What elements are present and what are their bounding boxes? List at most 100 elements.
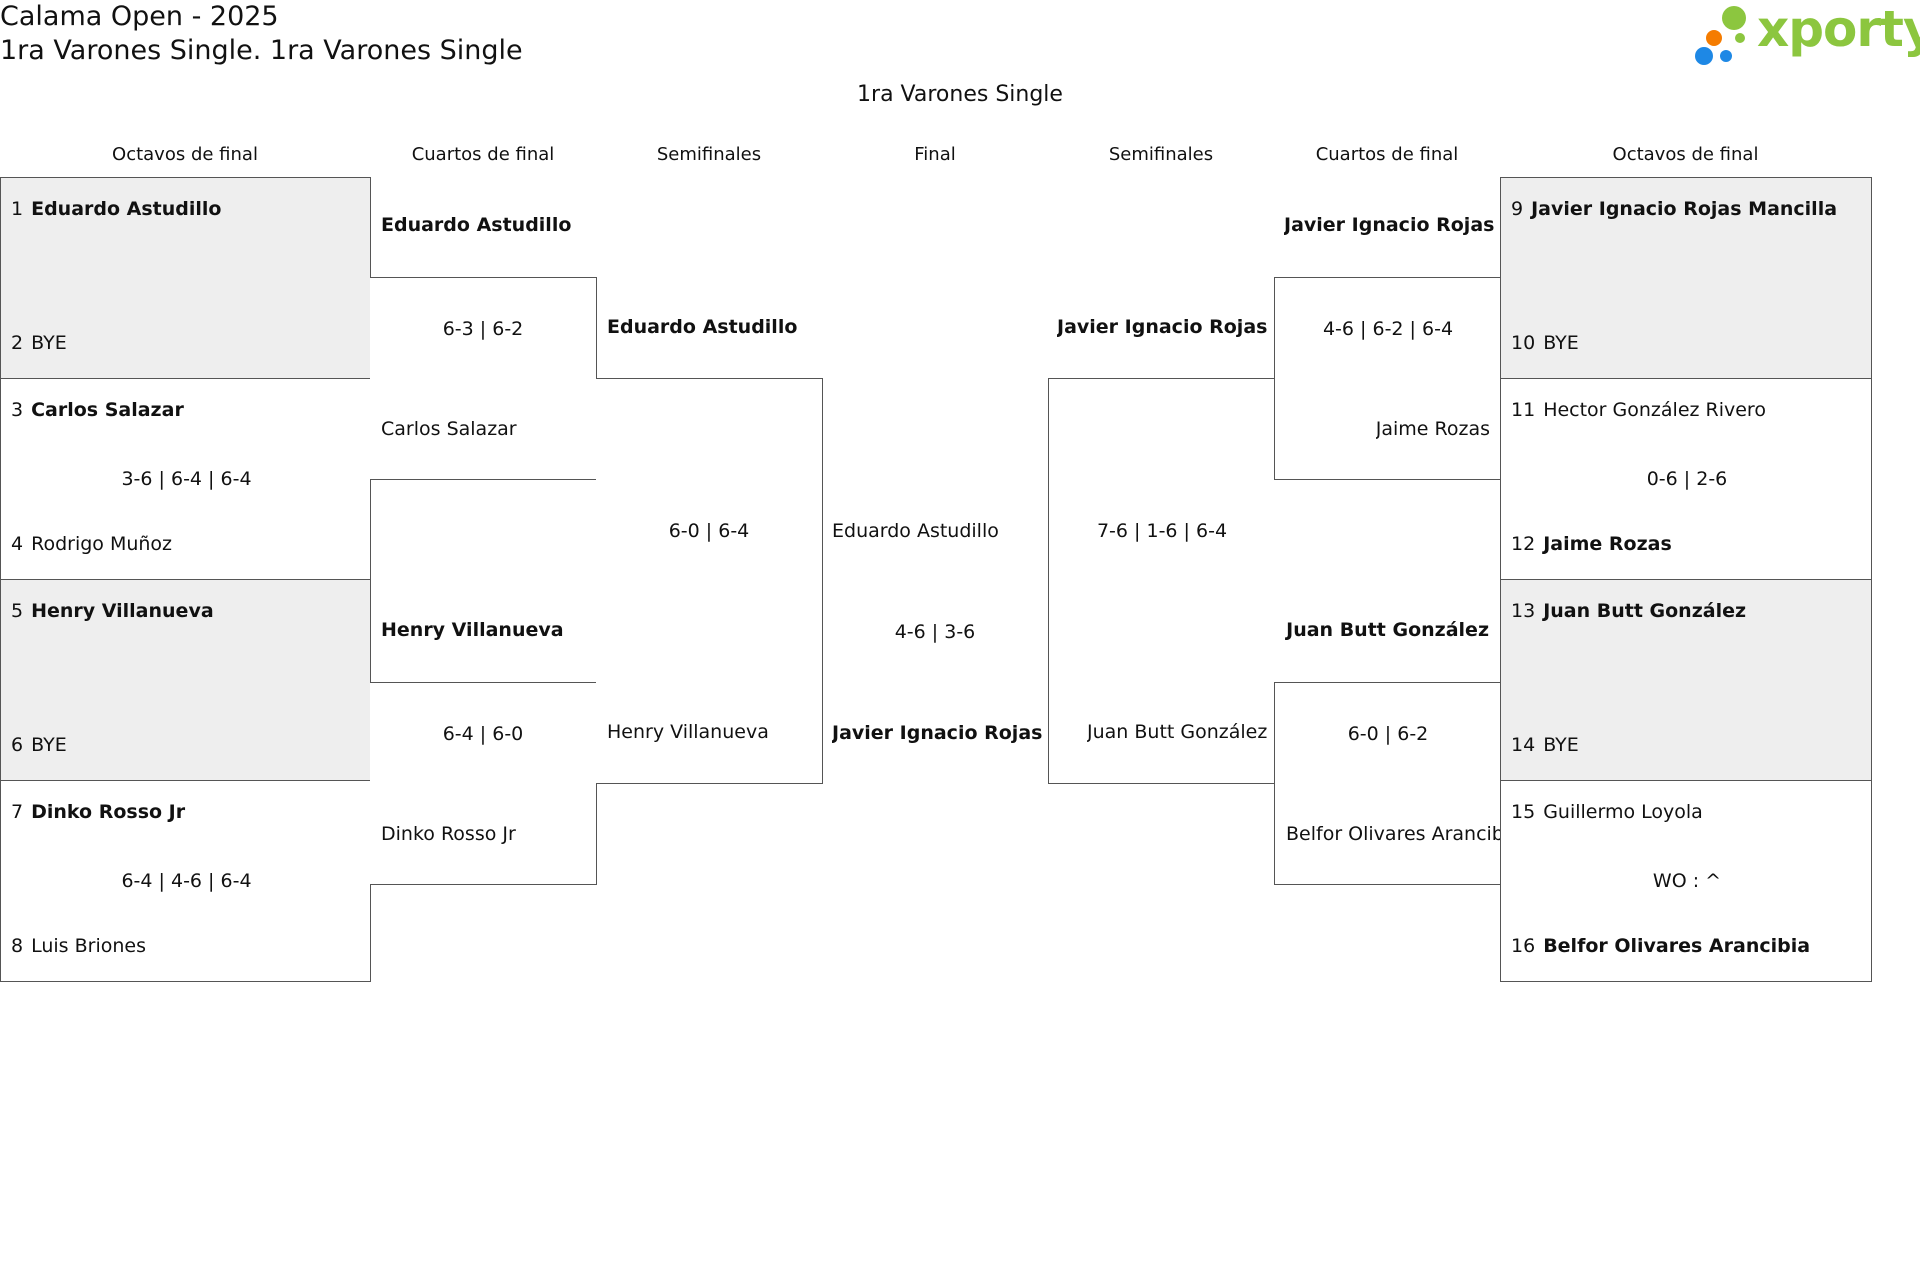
player-name: Juan Butt González: [1543, 600, 1747, 622]
match-player-a[interactable]: 15 Guillermo Loyola: [1511, 801, 1703, 823]
seed-number: 14: [1511, 734, 1536, 756]
match-score: 6-0 | 6-2: [1347, 723, 1429, 745]
match-player-b[interactable]: Belfor Olivares Arancibia: [1286, 823, 1501, 845]
player-name: Luis Briones: [31, 935, 146, 957]
match-player-b[interactable]: 14 BYE: [1511, 734, 1579, 756]
round-header-right-octavos: Octavos de final: [1612, 144, 1759, 165]
match-score: 7-6 | 1-6 | 6-4: [1096, 520, 1228, 542]
player-name: Belfor Olivares Arancibia: [1543, 935, 1811, 957]
right-semis-player-a[interactable]: Javier Ignacio Rojas Mancilla: [1057, 316, 1274, 338]
tournament-title: Calama Open - 2025: [0, 1, 279, 32]
match-player-b[interactable]: 12 Jaime Rozas: [1511, 533, 1672, 555]
match-score: 6-4 | 4-6 | 6-4: [121, 870, 252, 892]
match-left-octavos-2: 3 Carlos Salazar 3-6 | 6-4 | 6-4 4 Rodrigo…: [0, 378, 371, 580]
match-left-octavos-1: 1 Eduardo Astudillo 2 BYE: [0, 177, 371, 379]
player-name: Jaime Rozas: [1543, 533, 1672, 555]
seed-number: 9: [1511, 198, 1524, 220]
match-player-b[interactable]: 10 BYE: [1511, 332, 1579, 354]
match-player-b[interactable]: Dinko Rosso Jr: [381, 823, 516, 845]
match-player-b[interactable]: 8 Luis Briones: [11, 935, 146, 957]
left-semis-player-a[interactable]: Eduardo Astudillo: [607, 316, 798, 338]
seed-number: 4: [11, 533, 24, 555]
match-right-octavos-3: 13 Juan Butt González 14 BYE: [1500, 579, 1872, 781]
seed-number: 6: [11, 734, 24, 756]
round-header-left-octavos: Octavos de final: [112, 144, 258, 165]
match-score: 6-0 | 6-4: [668, 520, 750, 542]
match-score: 3-6 | 6-4 | 6-4: [121, 468, 252, 490]
match-right-cuartos-2: 6-0 | 6-2 Belfor Olivares Arancibia: [1274, 682, 1501, 885]
player-name: Dinko Rosso Jr: [31, 801, 186, 823]
player-name: Carlos Salazar: [31, 399, 184, 421]
match-player-b[interactable]: 4 Rodrigo Muñoz: [11, 533, 172, 555]
match-player-b[interactable]: 2 BYE: [11, 332, 67, 354]
match-right-octavos-1: 9 Javier Ignacio Rojas Mancilla 10 BYE: [1500, 177, 1872, 379]
player-name: Javier Ignacio Rojas Mancilla: [1531, 198, 1838, 220]
round-header-right-semis: Semifinales: [1108, 144, 1214, 165]
seed-number: 10: [1511, 332, 1536, 354]
match-player-b[interactable]: Carlos Salazar: [381, 418, 517, 440]
seed-number: 7: [11, 801, 24, 823]
brand-name: xporty: [1757, 0, 1920, 58]
left-cuartos-1-player-a[interactable]: Eduardo Astudillo: [381, 214, 572, 236]
player-name: BYE: [1543, 734, 1579, 756]
match-player-a[interactable]: 13 Juan Butt González: [1511, 600, 1746, 622]
match-player-a[interactable]: 9 Javier Ignacio Rojas Mancilla: [1511, 198, 1837, 220]
player-name: BYE: [1543, 332, 1579, 354]
seed-number: 13: [1511, 600, 1536, 622]
match-player-a[interactable]: 1 Eduardo Astudillo: [11, 198, 221, 220]
match-player-a[interactable]: 11 Hector González Rivero: [1511, 399, 1766, 421]
match-right-cuartos-1: 4-6 | 6-2 | 6-4 Jaime Rozas: [1274, 277, 1501, 480]
match-score: 0-6 | 2-6: [1646, 468, 1728, 490]
seed-number: 3: [11, 399, 24, 421]
match-score: WO : ^: [1652, 870, 1722, 892]
seed-number: 12: [1511, 533, 1536, 555]
seed-number: 15: [1511, 801, 1536, 823]
match-right-octavos-2: 11 Hector González Rivero 0-6 | 2-6 12 Jai…: [1500, 378, 1872, 580]
seed-number: 5: [11, 600, 24, 622]
final-player-a[interactable]: Eduardo Astudillo: [832, 520, 999, 542]
player-name: Henry Villanueva: [31, 600, 214, 622]
seed-number: 2: [11, 332, 24, 354]
final-score: 4-6 | 3-6: [894, 621, 976, 643]
seed-number: 1: [11, 198, 24, 220]
event-title: 1ra Varones Single: [857, 82, 1063, 107]
match-player-a[interactable]: 5 Henry Villanueva: [11, 600, 214, 622]
player-name: BYE: [31, 734, 67, 756]
match-left-octavos-4: 7 Dinko Rosso Jr 6-4 | 4-6 | 6-4 8 Luis Br…: [0, 780, 371, 982]
xporty-logo: xporty: [1690, 0, 1920, 74]
round-header-left-cuartos: Cuartos de final: [411, 144, 555, 165]
match-right-octavos-4: 15 Guillermo Loyola WO : ^ 16 Belfor Oliva…: [1500, 780, 1872, 982]
seed-number: 16: [1511, 935, 1536, 957]
round-header-final: Final: [914, 144, 956, 165]
match-left-cuartos-1: 6-3 | 6-2 Carlos Salazar: [370, 277, 597, 480]
match-player-b[interactable]: Juan Butt González: [1087, 721, 1268, 743]
match-left-octavos-3: 5 Henry Villanueva 6 BYE: [0, 579, 371, 781]
right-cuartos-1-player-a[interactable]: Javier Ignacio Rojas Mancilla: [1284, 214, 1500, 236]
round-header-left-semis: Semifinales: [656, 144, 762, 165]
right-cuartos-2-player-a[interactable]: Juan Butt González: [1286, 619, 1489, 641]
match-player-b[interactable]: Jaime Rozas: [1375, 418, 1490, 440]
player-name: Guillermo Loyola: [1543, 801, 1703, 823]
category-title: 1ra Varones Single. 1ra Varones Single: [0, 35, 523, 66]
seed-number: 8: [11, 935, 24, 957]
player-name: Eduardo Astudillo: [31, 198, 222, 220]
match-player-a[interactable]: 7 Dinko Rosso Jr: [11, 801, 185, 823]
match-player-b[interactable]: 16 Belfor Olivares Arancibia: [1511, 935, 1810, 957]
round-header-right-cuartos: Cuartos de final: [1315, 144, 1459, 165]
match-player-a[interactable]: 3 Carlos Salazar: [11, 399, 184, 421]
player-name: Hector González Rivero: [1543, 399, 1766, 421]
player-name: BYE: [31, 332, 67, 354]
match-score: 6-4 | 6-0: [442, 723, 524, 745]
player-name: Rodrigo Muñoz: [31, 533, 173, 555]
final-player-b[interactable]: Javier Ignacio Rojas Mancilla: [832, 722, 1048, 744]
seed-number: 11: [1511, 399, 1536, 421]
match-player-b[interactable]: Henry Villanueva: [607, 721, 769, 743]
match-score: 6-3 | 6-2: [442, 318, 524, 340]
match-score: 4-6 | 6-2 | 6-4: [1322, 318, 1454, 340]
match-left-semis: 6-0 | 6-4 Henry Villanueva: [596, 378, 823, 784]
left-cuartos-2-player-a[interactable]: Henry Villanueva: [381, 619, 564, 641]
logo-dots-icon: [1695, 6, 1746, 65]
match-left-cuartos-2: 6-4 | 6-0 Dinko Rosso Jr: [370, 682, 597, 885]
match-player-b[interactable]: 6 BYE: [11, 734, 67, 756]
match-right-semis: 7-6 | 1-6 | 6-4 Juan Butt González: [1048, 378, 1275, 784]
